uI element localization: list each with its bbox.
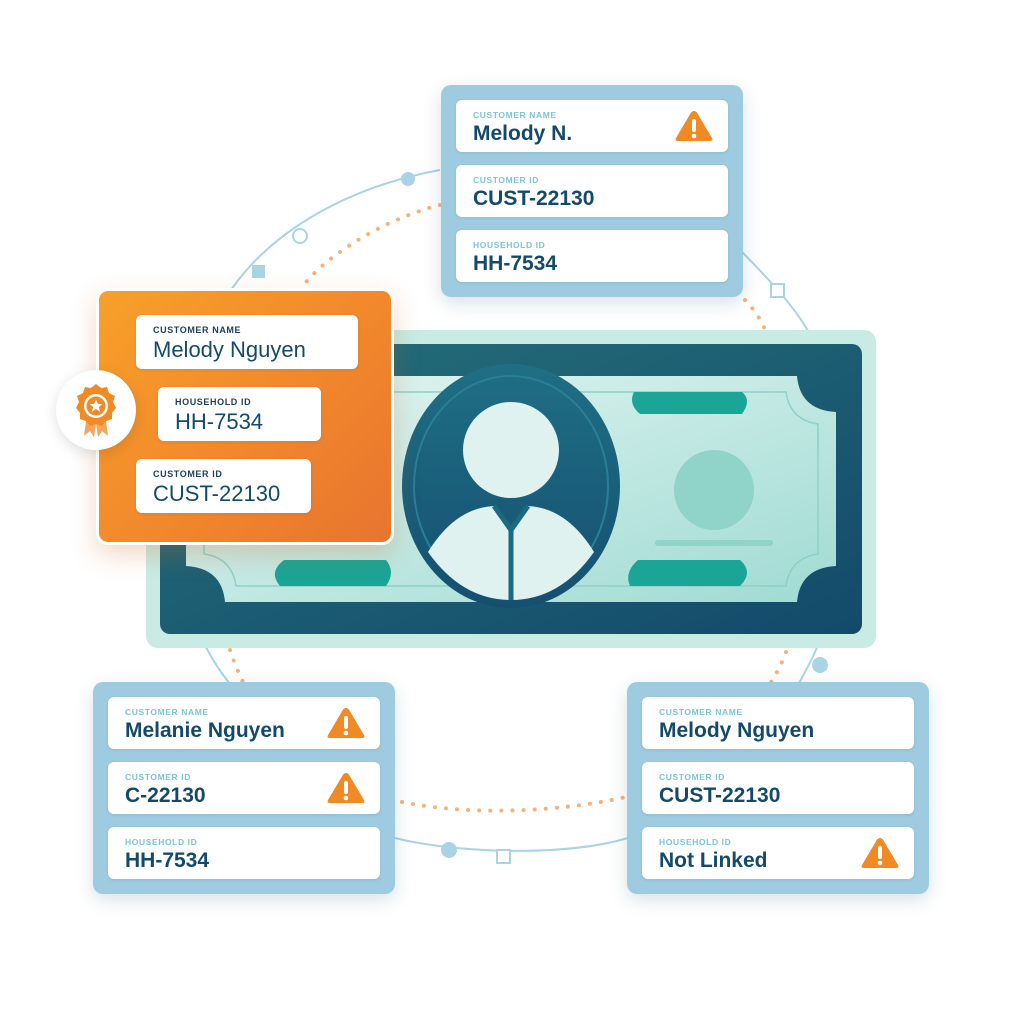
field-value: C-22130: [125, 784, 206, 807]
person-portrait-icon: [402, 364, 620, 608]
field-value: CUST-22130: [473, 187, 595, 210]
field-value: HH-7534: [175, 409, 264, 434]
dotted-link-lines: [228, 203, 788, 813]
field-label: CUSTOMER NAME: [659, 707, 743, 717]
customer-id-field[interactable]: CUSTOMER ID CUST-22130: [136, 459, 311, 513]
customer-name-field[interactable]: CUSTOMER NAME Melanie Nguyen: [108, 697, 380, 749]
field-label: CUSTOMER ID: [473, 175, 539, 185]
field-label: CUSTOMER NAME: [473, 110, 557, 120]
field-label: HOUSEHOLD ID: [175, 397, 252, 407]
field-value: CUST-22130: [153, 481, 281, 506]
field-value: Melody Nguyen: [153, 337, 306, 362]
warning-triangle-icon: [675, 111, 713, 141]
ring-node: [441, 842, 457, 858]
customer-id-field[interactable]: CUSTOMER ID C-22130: [108, 762, 380, 814]
warning-triangle-icon: [861, 838, 899, 868]
record-card-bottom-left: CUSTOMER NAME Melanie Nguyen CUSTOMER ID…: [93, 682, 395, 894]
record-card-bottom-right: CUSTOMER NAME Melody Nguyen CUSTOMER ID …: [627, 682, 929, 894]
field-value: HH-7534: [125, 849, 210, 872]
field-value: Melanie Nguyen: [125, 719, 285, 742]
warning-triangle-icon: [327, 773, 365, 803]
field-value: Melody N.: [473, 122, 573, 145]
ring-node: [812, 657, 828, 673]
customer-name-field[interactable]: CUSTOMER NAME Melody N.: [456, 100, 728, 152]
household-id-field[interactable]: HOUSEHOLD ID HH-7534: [108, 827, 380, 879]
field-label: CUSTOMER ID: [153, 469, 223, 479]
household-id-field[interactable]: HOUSEHOLD ID HH-7534: [158, 387, 321, 441]
ring-node: [770, 283, 785, 298]
household-id-field[interactable]: HOUSEHOLD ID Not Linked: [642, 827, 914, 879]
field-label: CUSTOMER ID: [659, 772, 725, 782]
field-label: HOUSEHOLD ID: [473, 240, 546, 250]
ring-node: [292, 228, 308, 244]
household-id-field[interactable]: HOUSEHOLD ID HH-7534: [456, 230, 728, 282]
customer-name-field[interactable]: CUSTOMER NAME Melody Nguyen: [136, 315, 358, 369]
customer-name-field[interactable]: CUSTOMER NAME Melody Nguyen: [642, 697, 914, 749]
field-label: CUSTOMER NAME: [125, 707, 209, 717]
warning-triangle-icon: [327, 708, 365, 738]
field-label: HOUSEHOLD ID: [659, 837, 732, 847]
customer-id-field[interactable]: CUSTOMER ID CUST-22130: [642, 762, 914, 814]
record-card-top: CUSTOMER NAME Melody N. CUSTOMER ID CUST…: [441, 85, 743, 297]
award-ribbon-icon: [76, 384, 116, 437]
ring-node: [496, 849, 511, 864]
award-badge: [56, 370, 136, 450]
ring-node: [401, 172, 415, 186]
field-value: CUST-22130: [659, 784, 781, 807]
ring-node: [252, 265, 265, 278]
field-value: Melody Nguyen: [659, 719, 815, 742]
customer-id-field[interactable]: CUSTOMER ID CUST-22130: [456, 165, 728, 217]
field-value: HH-7534: [473, 252, 558, 275]
field-label: HOUSEHOLD ID: [125, 837, 198, 847]
golden-record-card: CUSTOMER NAME Melody Nguyen HOUSEHOLD ID…: [96, 288, 394, 545]
field-label: CUSTOMER ID: [125, 772, 191, 782]
field-label: CUSTOMER NAME: [153, 325, 242, 335]
field-value: Not Linked: [659, 849, 768, 872]
